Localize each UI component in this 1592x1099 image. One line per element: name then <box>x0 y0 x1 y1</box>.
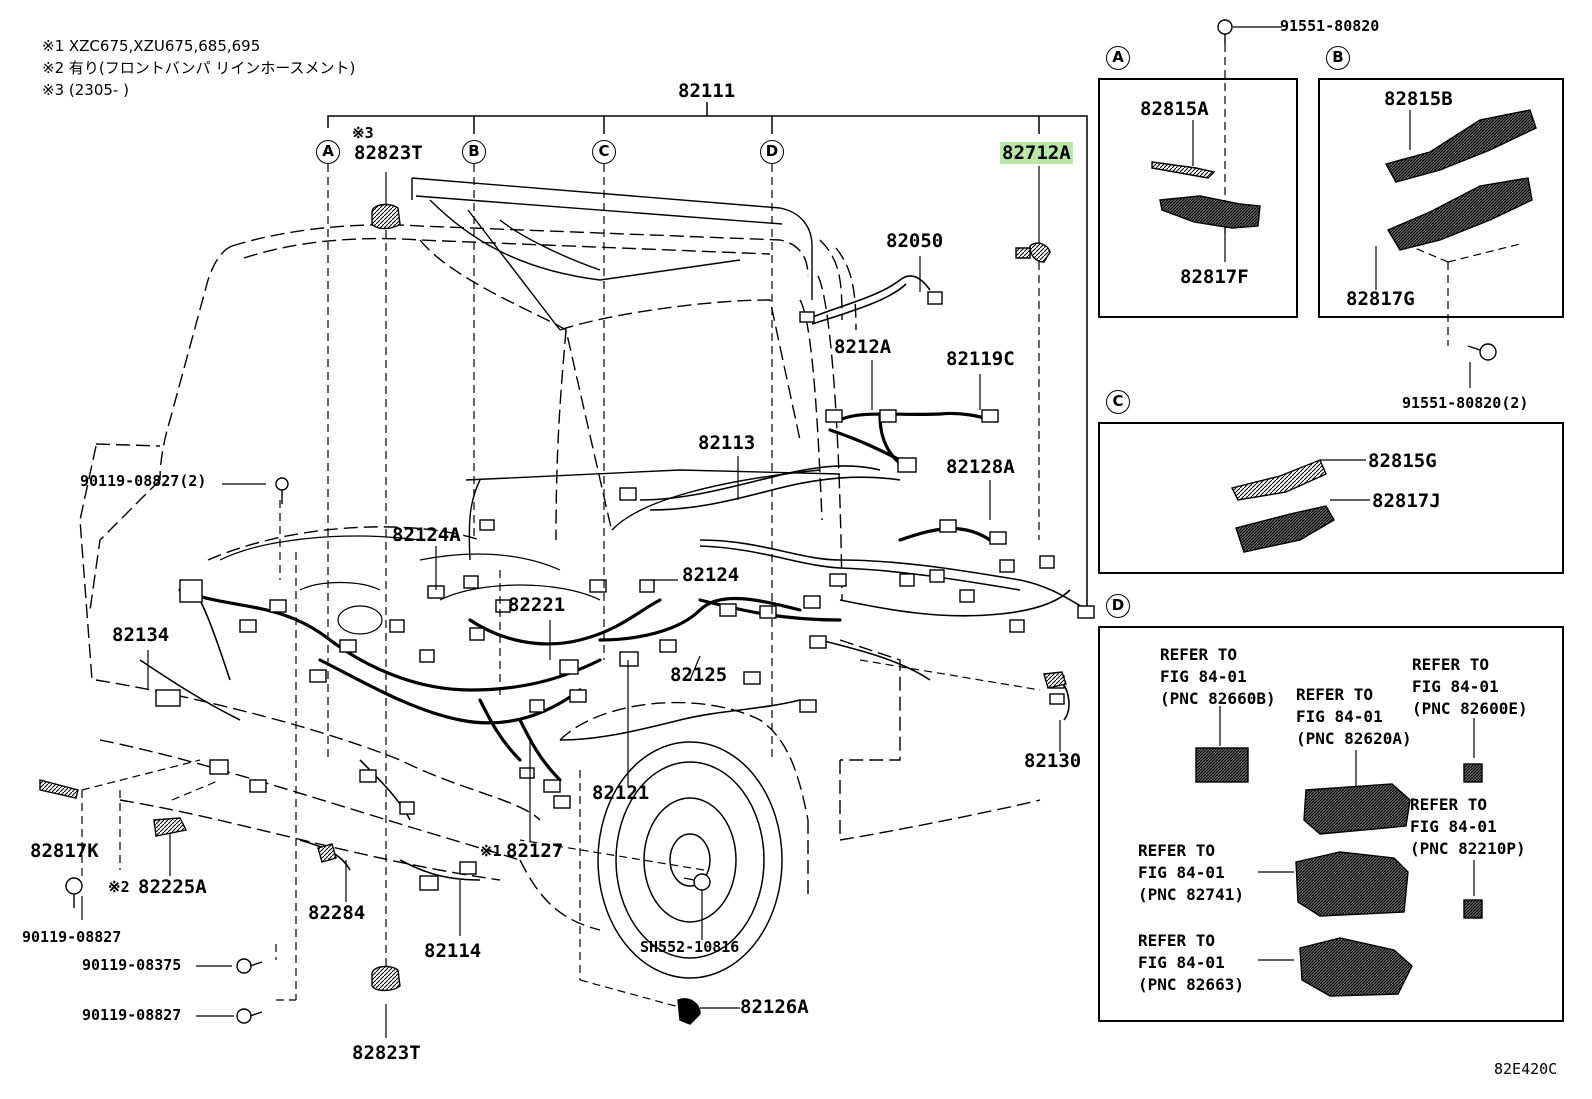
part-label-82111[interactable]: 82111 <box>678 80 736 102</box>
inset-d-parts <box>1195 747 1483 997</box>
part-label-8212a[interactable]: 8212A <box>834 336 892 358</box>
refer-82600e[interactable]: REFER TO FIG 84-01 (PNC 82600E) <box>1412 655 1528 718</box>
refer-82620a[interactable]: REFER TO FIG 84-01 (PNC 82620A) <box>1296 685 1412 748</box>
grommet-caps <box>371 203 1051 992</box>
part-label-82815b[interactable]: 82815B <box>1384 88 1453 110</box>
connectors <box>155 291 1095 891</box>
part-label-82712a[interactable]: 82712A <box>1000 142 1073 164</box>
bolts <box>65 19 1497 1025</box>
part-label-82130[interactable]: 82130 <box>1024 750 1082 772</box>
note-mark-3: ※3 <box>352 124 374 142</box>
inset-box-a <box>1098 78 1298 318</box>
part-label-82125[interactable]: 82125 <box>670 664 728 686</box>
part-label-82823t-bottom[interactable]: 82823T <box>352 1042 421 1064</box>
note-2: ※2 有り(フロントバンパ リインホースメント) <box>42 59 356 77</box>
note-3: ※3 (2305- ) <box>42 81 129 99</box>
note-1: ※1 XZC675,XZU675,685,695 <box>42 37 261 55</box>
part-label-82225a[interactable]: 82225A <box>138 876 207 898</box>
part-label-82127[interactable]: 82127 <box>506 840 564 862</box>
part-label-82121[interactable]: 82121 <box>592 782 650 804</box>
inset-marker-b[interactable]: B <box>1326 46 1350 70</box>
refer-82660b[interactable]: REFER TO FIG 84-01 (PNC 82660B) <box>1160 645 1276 708</box>
part-label-82124[interactable]: 82124 <box>682 564 740 586</box>
note-mark-1: ※1 <box>480 842 502 860</box>
part-label-82815g[interactable]: 82815G <box>1368 450 1437 472</box>
part-label-82817f[interactable]: 82817F <box>1180 266 1249 288</box>
part-label-sh552-10816[interactable]: SH552-10816 <box>640 938 740 956</box>
assembly-bracket <box>327 102 1088 612</box>
part-label-90119-08827-2[interactable]: 90119-08827(2) <box>80 472 207 490</box>
inset-box-c <box>1098 422 1564 574</box>
engine-outline <box>219 535 601 635</box>
section-marker-c[interactable]: C <box>592 140 616 164</box>
refer-82210p[interactable]: REFER TO FIG 84-01 (PNC 82210P) <box>1410 795 1526 858</box>
part-label-82114[interactable]: 82114 <box>424 940 482 962</box>
part-label-82119c[interactable]: 82119C <box>946 348 1015 370</box>
part-label-82815a[interactable]: 82815A <box>1140 98 1209 120</box>
refer-82741[interactable]: REFER TO FIG 84-01 (PNC 82741) <box>1138 841 1244 904</box>
part-label-82817j[interactable]: 82817J <box>1372 490 1441 512</box>
figure-code: 82E420C <box>1494 1060 1558 1078</box>
section-marker-a[interactable]: A <box>316 140 340 164</box>
inset-b-parts <box>1384 109 1537 251</box>
refer-82663[interactable]: REFER TO FIG 84-01 (PNC 82663) <box>1138 931 1244 994</box>
part-label-82126a[interactable]: 82126A <box>740 996 809 1018</box>
part-label-82817g[interactable]: 82817G <box>1346 288 1415 310</box>
inset-box-d <box>1098 626 1564 1022</box>
note-mark-2: ※2 <box>108 878 130 896</box>
inset-marker-c[interactable]: C <box>1106 390 1130 414</box>
cab-outline <box>79 224 1041 931</box>
section-marker-b[interactable]: B <box>462 140 486 164</box>
part-label-90119-08375[interactable]: 90119-08375 <box>82 956 182 974</box>
dashed-leaders <box>81 44 1521 1011</box>
part-label-82817k[interactable]: 82817K <box>30 840 99 862</box>
front-wheel <box>597 741 783 979</box>
leader-lines <box>81 26 1475 1038</box>
inset-marker-d[interactable]: D <box>1106 594 1130 618</box>
part-label-91551-80820[interactable]: 91551-80820 <box>1280 17 1380 35</box>
inset-c-parts <box>1230 459 1335 553</box>
part-label-82113[interactable]: 82113 <box>698 432 756 454</box>
part-label-90119-08827-b[interactable]: 90119-08827 <box>82 1006 182 1024</box>
part-label-91551-80820-2[interactable]: 91551-80820(2) <box>1402 394 1529 412</box>
inset-a-parts <box>1151 161 1261 229</box>
part-label-82221[interactable]: 82221 <box>508 594 566 616</box>
cab-back-frame <box>411 177 841 561</box>
section-marker-d[interactable]: D <box>760 140 784 164</box>
part-label-82284[interactable]: 82284 <box>308 902 366 924</box>
inset-marker-a[interactable]: A <box>1106 46 1130 70</box>
part-label-82124a[interactable]: 82124A <box>392 524 461 546</box>
part-label-82050[interactable]: 82050 <box>886 230 944 252</box>
inset-box-b <box>1318 78 1564 318</box>
part-label-82128a[interactable]: 82128A <box>946 456 1015 478</box>
part-label-82134[interactable]: 82134 <box>112 624 170 646</box>
clips <box>39 247 1067 863</box>
branch-wires <box>139 275 1085 881</box>
part-label-90119-08827-a[interactable]: 90119-08827 <box>22 928 122 946</box>
part-label-82823t-top[interactable]: 82823T <box>354 142 423 164</box>
